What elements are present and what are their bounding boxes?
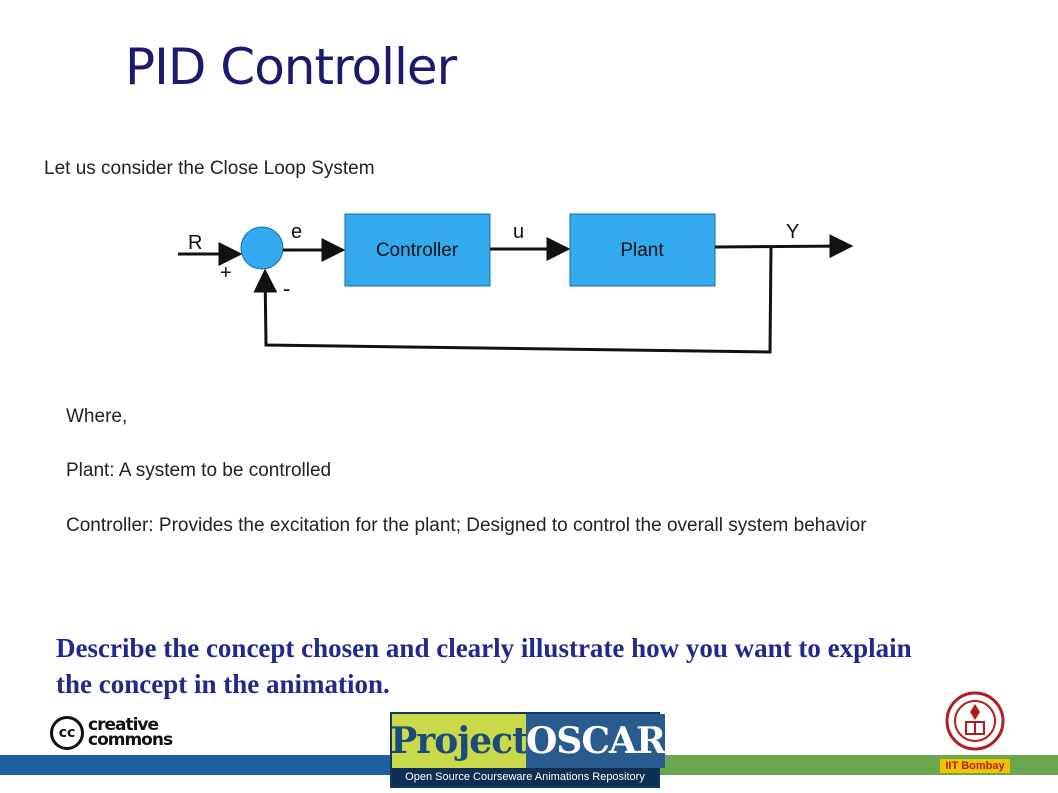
controller-definition: Controller: Provides the excitation for … xyxy=(66,515,867,536)
input-label: R xyxy=(188,232,202,254)
cc-icon: cc xyxy=(50,716,84,750)
oscar-logo-top: Project OSCAR xyxy=(390,714,666,768)
intro-text: Let us consider the Close Loop System xyxy=(44,158,375,179)
oscar-word-project: Project xyxy=(390,714,529,768)
plant-block-label: Plant xyxy=(620,240,664,261)
summing-junction xyxy=(240,226,284,270)
controller-block xyxy=(344,213,491,287)
iit-label: IIT Bombay xyxy=(940,759,1010,773)
plant-definition: Plant: A system to be controlled xyxy=(66,460,332,481)
output-label: Y xyxy=(786,221,799,243)
minus-sign: - xyxy=(283,276,290,301)
iit-bombay-logo: IIT Bombay xyxy=(940,690,1010,773)
oscar-word-oscar: OSCAR xyxy=(526,714,666,768)
project-oscar-logo: Project OSCAR Open Source Courseware Ani… xyxy=(390,712,666,788)
cc-line1: creative xyxy=(88,715,159,735)
cc-line2: commons xyxy=(88,730,173,750)
cc-wordmark: creative commons xyxy=(88,715,173,750)
feedback-path xyxy=(253,246,773,354)
creative-commons-logo: cc creative commons xyxy=(50,715,173,750)
footer-bar-blue xyxy=(0,755,392,775)
iit-emblem-icon xyxy=(945,691,1005,751)
where-text: Where, xyxy=(66,406,128,427)
output-arrow xyxy=(714,234,854,259)
controller-block-label: Controller xyxy=(376,240,459,261)
plant-block xyxy=(569,213,716,287)
control-label: u xyxy=(513,221,524,243)
slide-title: PID Controller xyxy=(125,38,457,96)
error-label: e xyxy=(291,221,302,243)
describe-instruction: Describe the concept chosen and clearly … xyxy=(56,633,912,699)
plus-sign: + xyxy=(220,262,232,284)
oscar-subtitle: Open Source Courseware Animations Reposi… xyxy=(392,768,658,786)
